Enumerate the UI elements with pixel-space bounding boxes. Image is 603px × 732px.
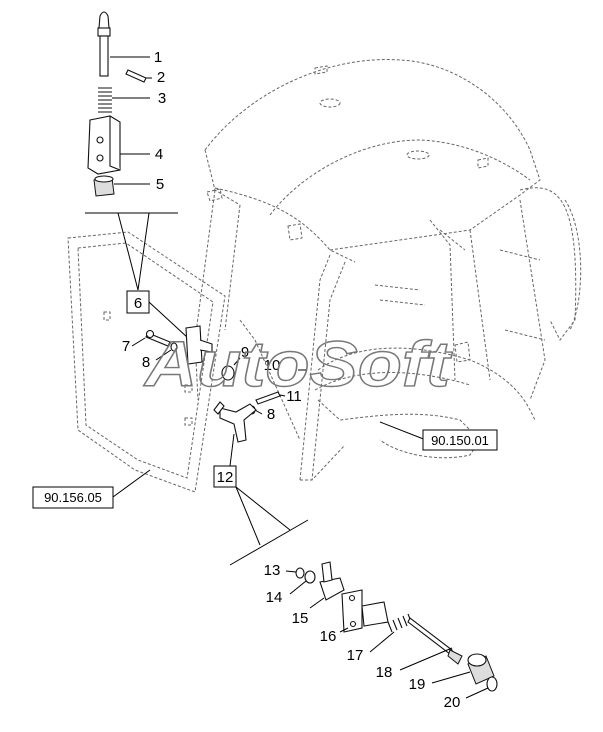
callout-6: 6 [134,295,142,312]
callout-11: 11 [286,388,302,405]
cab-outline [184,59,582,481]
pin-part-15 [309,561,345,609]
roll-pin-part-2 [125,69,152,83]
door-panel [67,231,226,493]
callout-13: 13 [264,562,281,579]
nut-part-9 [221,357,241,381]
knob-part-19 [431,653,495,685]
latch-body-part-16 [339,589,389,633]
section-lines [85,212,309,566]
ring-part-20 [465,676,498,699]
bolt-part-7 [131,329,171,347]
spring-part-3 [98,87,150,113]
knob-part-5 [93,175,150,197]
bolt-part-11 [255,391,286,405]
callout-16: 16 [320,628,337,645]
watermark: AutoSoft [143,328,453,400]
callout-7: 7 [122,338,130,355]
ref-door-label: 90.156.05 [44,490,102,505]
spring-part-17 [369,613,413,653]
lever-plate-part-12 [213,401,257,488]
callout-17: 17 [347,647,364,664]
callout-14: 14 [266,589,283,606]
callout-12: 12 [217,469,234,486]
callout-19: 19 [409,676,426,693]
callout-20: 20 [444,694,461,711]
callout-9: 9 [241,344,249,361]
callout-1: 1 [154,49,162,66]
callout-3: 3 [158,90,166,107]
callout-10: 10 [264,357,281,374]
washer-part-8a [155,342,178,361]
callout-8b: 8 [267,406,275,423]
callout-5: 5 [156,176,164,193]
callout-15: 15 [292,610,309,627]
ref-door-leader [112,469,151,498]
callout-4: 4 [155,146,163,163]
latch-pin-part-1 [97,11,150,77]
callout-18: 18 [376,664,393,681]
washer-part-14 [289,570,316,595]
hinge-part-6 [126,290,213,365]
ref-box-door[interactable]: 90.156.05 [32,486,114,509]
ref-cab-label: 90.150.01 [431,433,489,448]
callout-2: 2 [157,69,165,86]
bracket-part-4 [87,115,150,175]
ref-box-cab[interactable]: 90.150.01 [422,429,498,451]
ref-cab-leader [379,421,427,441]
callout-8a: 8 [142,354,150,371]
circlip-part-13 [285,567,305,579]
rod-part-18 [399,617,463,671]
